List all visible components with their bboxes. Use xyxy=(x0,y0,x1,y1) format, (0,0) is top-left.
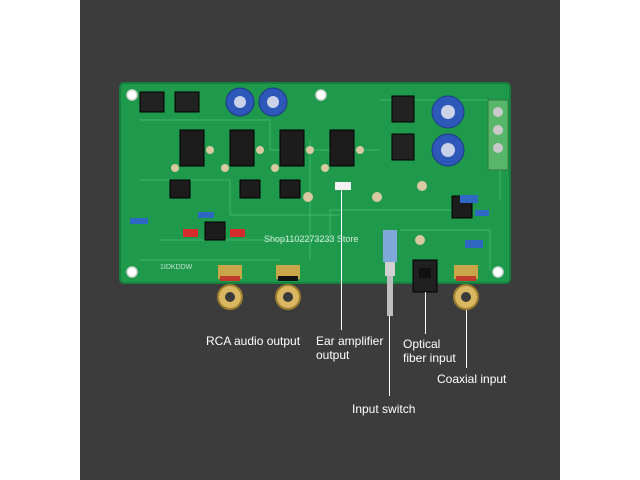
film-capacitors xyxy=(130,195,489,248)
ear-amplifier-output-label: Ear amplifier output xyxy=(316,334,406,362)
mounting-holes xyxy=(126,89,504,278)
white-connector xyxy=(335,182,351,190)
coaxial-jack xyxy=(453,265,479,310)
input-switch xyxy=(383,230,397,316)
optical-label-line-2: fiber input xyxy=(403,351,456,365)
small-capacitors xyxy=(171,146,427,245)
dac-board-illustration: Shop1102273233 Store 1IDKDDW xyxy=(119,82,511,316)
ear-label-line-1: Ear amplifier xyxy=(316,334,384,348)
heatsinks xyxy=(139,91,415,161)
ear-label-line-2: output xyxy=(316,348,350,362)
rca-audio-output-label: RCA audio output xyxy=(206,334,300,348)
silkscreen-watermark: Shop1102273233 Store xyxy=(264,234,358,244)
terminal-block xyxy=(487,99,509,171)
rca-label-text: RCA audio output xyxy=(206,334,301,348)
callout-line-coaxial xyxy=(466,310,467,368)
optical-input xyxy=(412,259,438,293)
silkscreen-code: 1IDKDDW xyxy=(160,264,193,271)
coaxial-label-text: Coaxial input xyxy=(437,372,507,386)
callout-line-ear xyxy=(341,190,342,330)
input-switch-label: Input switch xyxy=(352,402,415,416)
red-resistors xyxy=(183,229,245,237)
callout-line-input-switch xyxy=(389,316,390,396)
electrolytic-capacitors xyxy=(225,87,465,167)
optical-fiber-input-label: Optical fiber input xyxy=(403,337,473,365)
callout-line-optical xyxy=(425,292,426,334)
optical-label-line-1: Optical xyxy=(403,337,441,351)
op-amp-chips xyxy=(169,129,473,241)
coaxial-input-label: Coaxial input xyxy=(437,372,506,386)
rca-output-jacks xyxy=(217,265,301,310)
input-switch-label-text: Input switch xyxy=(352,402,416,416)
product-photo: Shop1102273233 Store 1IDKDDW xyxy=(80,0,560,480)
